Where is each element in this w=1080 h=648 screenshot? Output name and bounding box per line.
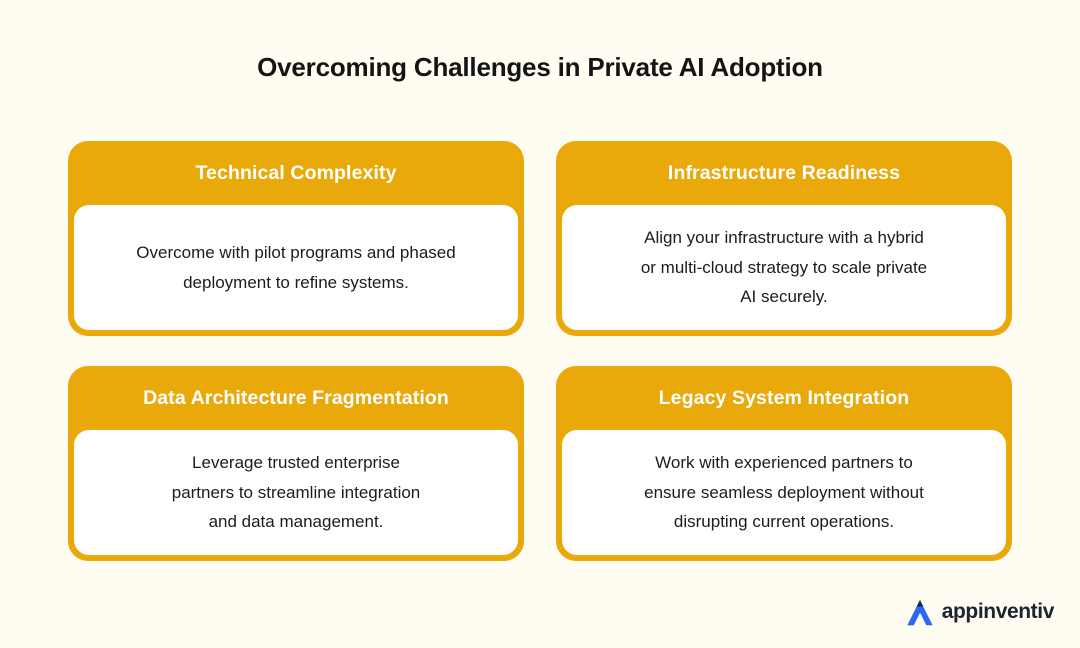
card-title: Data Architecture Fragmentation bbox=[143, 386, 449, 409]
card-data-architecture-fragmentation: Data Architecture Fragmentation Leverage… bbox=[68, 366, 524, 561]
card-title: Legacy System Integration bbox=[658, 386, 910, 409]
card-body-text: Work with experienced partners to ensure… bbox=[644, 453, 924, 532]
card-body-text: Align your infrastructure with a hybrid … bbox=[640, 228, 928, 307]
card-body-panel: Work with experienced partners to ensure… bbox=[562, 430, 1006, 555]
appinventiv-logo: appinventiv bbox=[905, 597, 1054, 627]
card-body-panel: Leverage trusted enterprise partners to … bbox=[74, 430, 518, 555]
card-technical-complexity: Technical Complexity Overcome with pilot… bbox=[68, 141, 524, 336]
card-body-panel: Overcome with pilot programs and phased … bbox=[74, 205, 518, 330]
card-legacy-system-integration: Legacy System Integration Work with expe… bbox=[556, 366, 1012, 561]
page-title: Overcoming Challenges in Private AI Adop… bbox=[257, 52, 823, 82]
card-body-panel: Align your infrastructure with a hybrid … bbox=[562, 205, 1006, 330]
card-title: Infrastructure Readiness bbox=[667, 161, 901, 184]
cards-grid: Technical Complexity Overcome with pilot… bbox=[68, 141, 1012, 561]
card-body-text: Leverage trusted enterprise partners to … bbox=[171, 453, 421, 532]
card-title: Technical Complexity bbox=[195, 161, 397, 184]
appinventiv-a-mark-icon bbox=[907, 600, 933, 626]
appinventiv-logo-text: appinventiv bbox=[941, 600, 1055, 623]
card-body-text: Overcome with pilot programs and phased … bbox=[136, 243, 456, 292]
card-infrastructure-readiness: Infrastructure Readiness Align your infr… bbox=[556, 141, 1012, 336]
